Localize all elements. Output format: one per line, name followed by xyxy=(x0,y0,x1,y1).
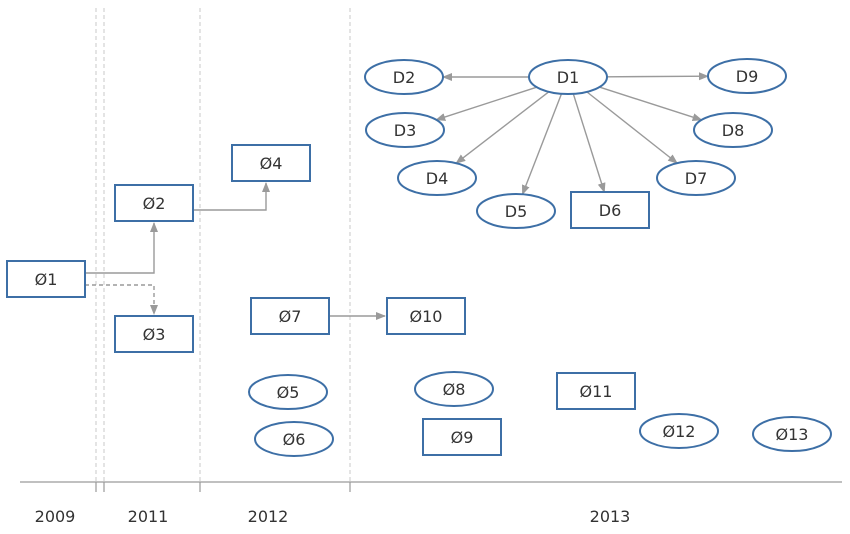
node-label-o1: Ø1 xyxy=(35,270,58,289)
node-ellipse-d7 xyxy=(656,160,736,196)
node-ellipse-o5 xyxy=(248,374,328,410)
node-label-d7: D7 xyxy=(685,169,708,188)
node-box-o1 xyxy=(6,260,86,298)
node-o8: Ø8 xyxy=(414,371,494,407)
node-label-o11: Ø11 xyxy=(580,382,613,401)
edge-d1-to-d3 xyxy=(435,86,537,121)
node-d9: D9 xyxy=(707,58,787,94)
node-label-o7: Ø7 xyxy=(279,307,302,326)
node-box-o2 xyxy=(114,184,194,222)
node-label-o12: Ø12 xyxy=(663,422,696,441)
node-ellipse-d8 xyxy=(693,112,773,148)
node-o6: Ø6 xyxy=(254,421,334,457)
node-d4: D4 xyxy=(397,160,477,196)
node-label-d5: D5 xyxy=(505,202,528,221)
node-ellipse-d9 xyxy=(707,58,787,94)
node-label-o8: Ø8 xyxy=(443,380,466,399)
node-label-o5: Ø5 xyxy=(277,383,300,402)
edge-d1-to-d7 xyxy=(586,91,678,164)
node-ellipse-o13 xyxy=(752,416,832,452)
node-d7: D7 xyxy=(656,160,736,196)
node-box-o10 xyxy=(386,297,466,335)
node-o2: Ø2 xyxy=(114,184,194,222)
node-ellipse-o6 xyxy=(254,421,334,457)
node-label-o2: Ø2 xyxy=(143,194,166,213)
year-label-2009: 2009 xyxy=(35,507,76,526)
node-ellipse-d3 xyxy=(365,112,445,148)
node-d8: D8 xyxy=(693,112,773,148)
node-label-d4: D4 xyxy=(426,169,449,188)
node-d1: D1 xyxy=(528,59,608,95)
edge-layer xyxy=(85,72,710,320)
node-o11: Ø11 xyxy=(556,372,636,410)
node-o9: Ø9 xyxy=(422,418,502,456)
node-label-o9: Ø9 xyxy=(451,428,474,447)
node-o13: Ø13 xyxy=(752,416,832,452)
node-label-o3: Ø3 xyxy=(143,325,166,344)
year-label-2012: 2012 xyxy=(248,507,289,526)
node-ellipse-d4 xyxy=(397,160,477,196)
year-label-2013: 2013 xyxy=(590,507,631,526)
node-o1: Ø1 xyxy=(6,260,86,298)
node-label-o10: Ø10 xyxy=(410,307,443,326)
node-o3: Ø3 xyxy=(114,315,194,353)
node-ellipse-o12 xyxy=(639,413,719,449)
node-o5: Ø5 xyxy=(248,374,328,410)
node-label-d1: D1 xyxy=(557,68,580,87)
node-box-o4 xyxy=(231,144,311,182)
node-box-o9 xyxy=(422,418,502,456)
node-label-d3: D3 xyxy=(394,121,417,140)
node-label-d6: D6 xyxy=(599,201,622,220)
edge-o1-to-o3 xyxy=(85,284,158,315)
edge-d1-to-d5 xyxy=(521,93,563,196)
node-o4: Ø4 xyxy=(231,144,311,182)
edge-d1-to-d6 xyxy=(572,93,606,193)
edge-d1-to-d4 xyxy=(455,91,550,164)
node-ellipse-d1 xyxy=(528,59,608,95)
node-box-o3 xyxy=(114,315,194,353)
edge-d1-to-d9 xyxy=(606,72,710,81)
edge-o2-to-o4 xyxy=(193,182,270,211)
node-d6: D6 xyxy=(570,191,650,229)
node-o10: Ø10 xyxy=(386,297,466,335)
edge-o1-to-o2 xyxy=(85,222,158,274)
node-d2: D2 xyxy=(364,59,444,95)
node-label-o4: Ø4 xyxy=(260,154,283,173)
node-label-d8: D8 xyxy=(722,121,745,140)
node-label-o13: Ø13 xyxy=(776,425,809,444)
node-box-o7 xyxy=(250,297,330,335)
node-ellipse-d2 xyxy=(364,59,444,95)
node-label-d2: D2 xyxy=(393,68,416,87)
node-d3: D3 xyxy=(365,112,445,148)
node-o12: Ø12 xyxy=(639,413,719,449)
node-label-o6: Ø6 xyxy=(283,430,306,449)
node-box-o11 xyxy=(556,372,636,410)
node-o7: Ø7 xyxy=(250,297,330,335)
node-label-d9: D9 xyxy=(736,67,759,86)
edge-d1-to-d8 xyxy=(599,86,703,121)
node-box-d6 xyxy=(570,191,650,229)
node-ellipse-o8 xyxy=(414,371,494,407)
year-label-2011: 2011 xyxy=(128,507,169,526)
node-ellipse-d5 xyxy=(476,193,556,229)
node-d5: D5 xyxy=(476,193,556,229)
